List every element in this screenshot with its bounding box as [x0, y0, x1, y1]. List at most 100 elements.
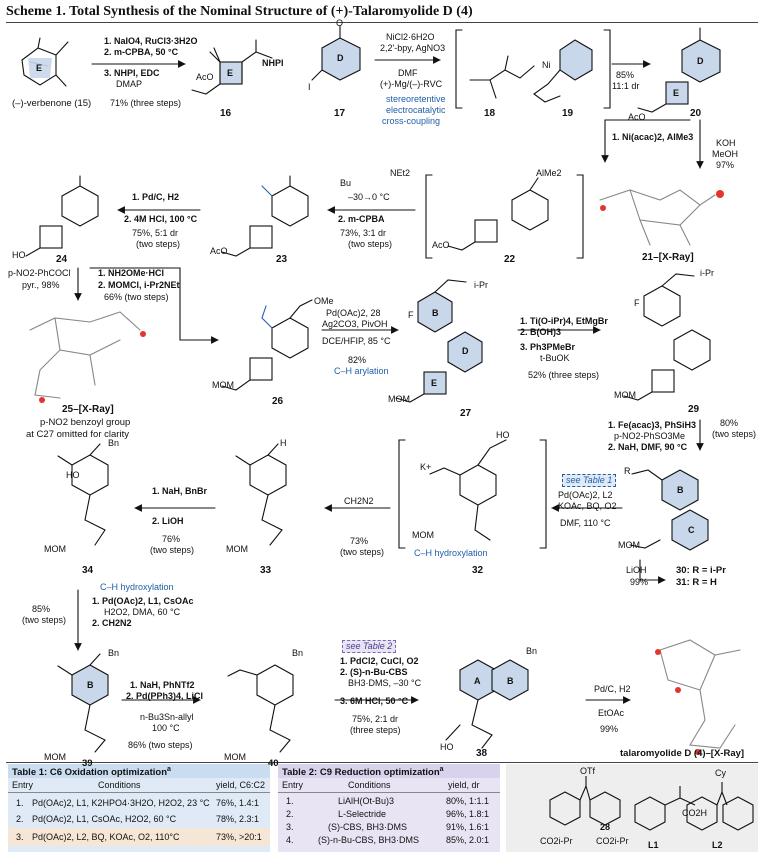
step2-line3: DMF: [398, 68, 418, 78]
atom-34-bn: Bn: [108, 438, 120, 448]
table-1-divider: [8, 792, 270, 793]
table-1-row-2-conditions: Pd(OAc)2, L1, CsOAc, H2O2, 60 °C: [32, 814, 177, 824]
step16-line1: 1. NaH, BnBr: [152, 486, 208, 496]
step6-yield: 73%, 3:1 dr: [340, 228, 387, 238]
atom-30-r: R: [624, 466, 631, 476]
step20-yield: 75%, 2:1 dr: [352, 714, 399, 724]
step6-bu: Bu: [340, 178, 352, 188]
ring-E-15: E: [36, 63, 43, 73]
label-20: 20: [690, 108, 702, 119]
atom-40-mom: MOM: [224, 752, 246, 762]
ligand-L2-label: L2: [712, 840, 723, 850]
table-2: Table 2: C9 Reduction optimizationa Entr…: [278, 764, 500, 852]
table-1-title: Table 1: C6 Oxidation optimizationa: [12, 766, 171, 779]
structure-38: [445, 659, 529, 749]
ligand-otf-text: OTf: [580, 766, 595, 776]
step14-note: C–H hydroxylation: [414, 548, 488, 558]
step1-line4: DMAP: [116, 79, 143, 89]
atom-38-ho: HO: [440, 742, 454, 752]
atom-17-iodo: I: [308, 82, 311, 92]
label-23: 23: [276, 254, 288, 265]
step18-line3: 2. CH2N2: [92, 618, 132, 628]
ring-A-38: A: [474, 676, 481, 686]
table-2-row-3-yield: 91%, 1.6:1: [446, 822, 490, 832]
step10-note: C–H arylation: [334, 366, 389, 376]
step19-line3: n-Bu3Sn-allyl: [140, 712, 194, 722]
table-1-row-2-yield: 78%, 2.3:1: [216, 814, 260, 824]
step16-yield: 76%: [162, 534, 181, 544]
step12-note: (two steps): [712, 429, 757, 439]
step18-line2: H2O2, DMA, 60 °C: [104, 607, 181, 617]
step10-line3: DCE/HFIP, 85 °C: [322, 336, 391, 346]
structure-23: [221, 175, 309, 257]
step15-yield: 73%: [350, 536, 369, 546]
step8-line1: p-NO2-PhCOCl: [8, 268, 71, 278]
title-rule: [6, 22, 758, 23]
label-26: 26: [272, 396, 284, 407]
label-24: 24: [56, 254, 68, 265]
atom-27-mom: MOM: [388, 394, 410, 404]
label-40: 40: [268, 758, 279, 769]
label-16: 16: [220, 108, 232, 119]
step13-line2: KOAc, BQ, O2: [558, 501, 617, 511]
step1-yield: 71% (three steps): [110, 98, 182, 108]
atom-29-mom: MOM: [614, 390, 636, 400]
step19-line4: 100 °C: [152, 723, 180, 733]
table-2-row-2-entry: 2.: [286, 809, 294, 819]
arrow-20-22: [601, 119, 691, 163]
ring-B-38: B: [507, 676, 514, 686]
atom-29-ipr: i-Pr: [700, 268, 714, 278]
atom-27-ipr: i-Pr: [474, 280, 488, 290]
table-1-row-3-yield: 73%, >20:1: [216, 832, 262, 842]
structure-4: [655, 639, 741, 755]
table-2-title: Table 2: C9 Reduction optimizationa: [282, 766, 444, 779]
step12-line2: p-NO2-PhSO3Me: [614, 431, 686, 441]
structure-39: [57, 653, 109, 753]
step13-line3: DMF, 110 °C: [560, 518, 611, 528]
step16-line2: 2. LiOH: [152, 516, 184, 526]
atom-32-k: K+: [420, 462, 432, 472]
step2-line2: 2,2'-bpy, AgNO3: [380, 43, 446, 53]
step4-yield: 97%: [716, 160, 735, 170]
step2-note3: cross-coupling: [382, 116, 441, 126]
arrow-30-31: [639, 559, 666, 584]
step10-yield: 82%: [348, 355, 367, 365]
atom-30-mom: MOM: [618, 540, 640, 550]
table-2-row-3-entry: 3.: [286, 822, 294, 832]
step11-yield: 52% (three steps): [528, 370, 600, 380]
table-2-row-2-conditions: L-Selectride: [338, 809, 387, 819]
ligand-L1-label: L1: [648, 840, 659, 850]
step4-line1: KOH: [716, 138, 736, 148]
step7-line1: 1. Pd/C, H2: [132, 192, 180, 202]
label-21: 21–[X-Ray]: [642, 252, 694, 263]
label-29: 29: [688, 404, 700, 415]
structure-22: [447, 177, 549, 251]
structure-27: [395, 279, 483, 403]
atom-32-ho: HO: [496, 430, 510, 440]
atom-33-oh: H: [280, 438, 287, 448]
label-33: 33: [260, 565, 272, 576]
table-2-title-bar: [278, 764, 500, 778]
ring-D-17: D: [337, 53, 344, 63]
step7-note: (two steps): [136, 239, 181, 249]
label-38: 38: [476, 748, 488, 759]
step1-line2: 2. m-CPBA, 50 °C: [104, 47, 179, 57]
structure-19: [533, 39, 593, 103]
step1-line3: 3. NHPI, EDC: [104, 68, 160, 78]
atom-38-bn: Bn: [526, 646, 538, 656]
step19-line2: 2. Pd(PPh3)4, LiCl: [126, 691, 204, 701]
step15-note: (two steps): [340, 547, 385, 557]
table-2-row-3-conditions: (S)-CBS, BH3·DMS: [328, 822, 408, 832]
step4-line2: MeOH: [712, 149, 739, 159]
table-1-row-3-entry: 3.: [16, 832, 24, 842]
structure-16: [191, 39, 273, 95]
ring-D-20: D: [697, 56, 704, 66]
table-2-row-1-yield: 80%, 1:1.1: [446, 796, 490, 806]
label-32: 32: [472, 565, 484, 576]
table-1-row-1-yield: 76%, 1.4:1: [216, 798, 260, 808]
label-22: 22: [504, 254, 516, 265]
table-1-highlight-row: [8, 828, 270, 846]
step1-line1: 1. NaIO4, RuCl3·3H2O: [104, 36, 198, 46]
step10-line2: Ag2CO3, PivOH: [322, 319, 388, 329]
